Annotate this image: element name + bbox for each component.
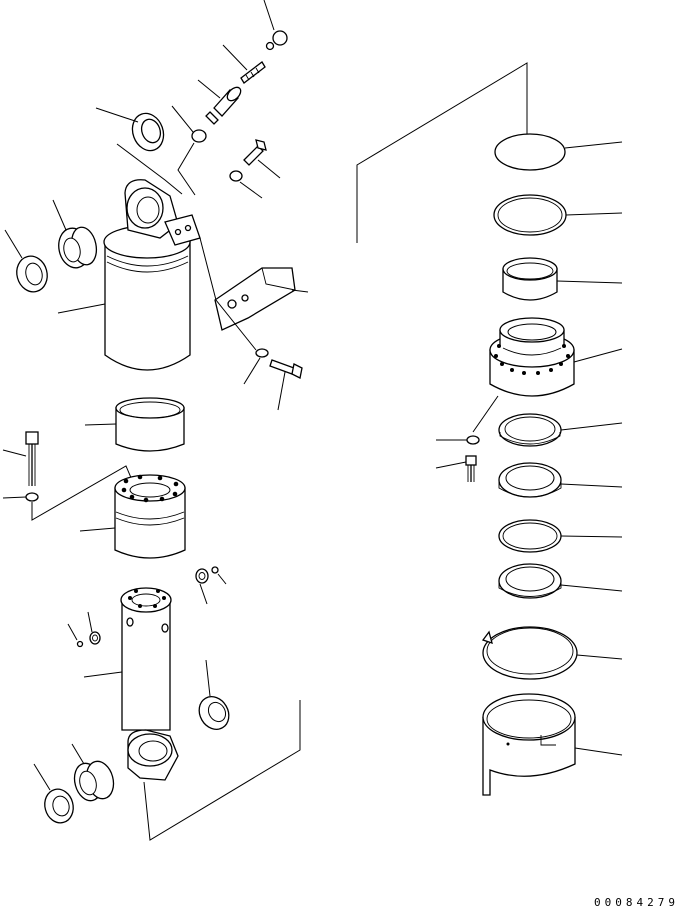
band-part: [481, 626, 578, 680]
piston-rod-part: [120, 587, 179, 781]
buffer-ring-part: [498, 462, 562, 498]
rod-seal-part: [498, 413, 562, 447]
leader-buffer-ring: [560, 483, 623, 488]
leader-rod-dust-seal: [205, 659, 211, 697]
link-line-seal: [116, 143, 183, 195]
dust-seal-left-part: [16, 255, 48, 293]
leader-sleeve: [84, 423, 117, 426]
sleeve-part: [115, 397, 185, 452]
leader-lower-washer: [243, 357, 261, 385]
leader-piston: [79, 527, 116, 532]
grease-fitting-part: [240, 61, 266, 84]
leader-cover-sleeve: [574, 747, 623, 756]
lower-bolt-part: [269, 359, 303, 379]
hex-fitting-part: [205, 86, 242, 125]
cover-sleeve-part: [482, 693, 576, 796]
leader-o-ring: [171, 105, 194, 133]
leader-washer: [239, 181, 263, 199]
o-ring-part: [191, 129, 207, 143]
leader-rod-fitting: [199, 583, 208, 605]
link-line-oring: [177, 142, 196, 196]
washer-part: [229, 170, 243, 182]
leader-head-o-ring: [565, 212, 623, 216]
cylinder-tube-part: [103, 179, 201, 371]
cylinder-head-part: [489, 317, 575, 397]
group-bracket-line: [356, 62, 528, 243]
leader-hex-fitting: [197, 79, 221, 99]
leader-bracket: [291, 289, 309, 293]
leader-head-bushing: [556, 280, 623, 284]
leader-lower-bushing: [71, 743, 85, 765]
dust-seal-part: [131, 112, 165, 152]
leader-bushing: [52, 199, 67, 231]
leader-head-bolt: [435, 461, 467, 469]
leader-tube: [57, 303, 106, 314]
rod-side-fitting-part: [76, 631, 101, 648]
leader-lower-bolt: [277, 371, 286, 411]
leader-band: [576, 654, 623, 660]
leader-rod-seal: [560, 422, 623, 431]
head-bushing-part: [502, 257, 558, 301]
rod-fitting-part: [195, 566, 219, 584]
long-bolt-part: [25, 431, 39, 486]
long-bolt-washer-part: [25, 492, 39, 502]
lower-dust-seal-part: [44, 788, 74, 824]
leader-dust-seal-left: [4, 229, 23, 259]
snap-ring-part: [498, 519, 562, 553]
leader-long-bolt: [2, 449, 27, 457]
head-dust-seal-part: [498, 563, 562, 599]
leader-fitting: [222, 44, 248, 71]
leader-rod: [83, 671, 123, 678]
leader-cylinder-head: [573, 348, 623, 363]
leader-rod-side-fitting: [87, 611, 93, 633]
link-line-long-bolt: [31, 465, 133, 521]
bolt-part: [243, 139, 267, 166]
head-washer-part: [466, 435, 480, 445]
head-bolt-part: [465, 455, 477, 482]
rod-dust-seal-part: [198, 696, 230, 730]
leader-snap-ring: [560, 535, 623, 538]
link-line-head-bolt: [472, 395, 499, 433]
leader-dust-seal: [95, 107, 139, 123]
lower-washer-part: [255, 348, 269, 358]
piston-part: [114, 474, 186, 559]
leader-rod-ball: [217, 573, 227, 585]
leader-rod-side-ball: [67, 623, 78, 641]
leader-long-bolt-washer: [2, 496, 27, 499]
link-line-bracket: [199, 237, 257, 351]
drawing-number: 00084279: [594, 896, 679, 909]
backup-ring-part: [494, 133, 566, 171]
lower-bushing-part: [73, 760, 115, 802]
link-line-rod-end: [143, 700, 301, 841]
leader-lower-dust-seal: [33, 763, 51, 791]
leader-cap: [263, 0, 275, 31]
bushing-part: [58, 226, 98, 269]
grease-cap-part: [265, 30, 288, 51]
head-o-ring-part: [493, 194, 567, 236]
leader-backup-ring: [564, 141, 623, 149]
leader-head-dust-seal: [560, 584, 623, 592]
leader-bolt: [257, 159, 281, 179]
mounting-bracket-part: [214, 267, 296, 331]
